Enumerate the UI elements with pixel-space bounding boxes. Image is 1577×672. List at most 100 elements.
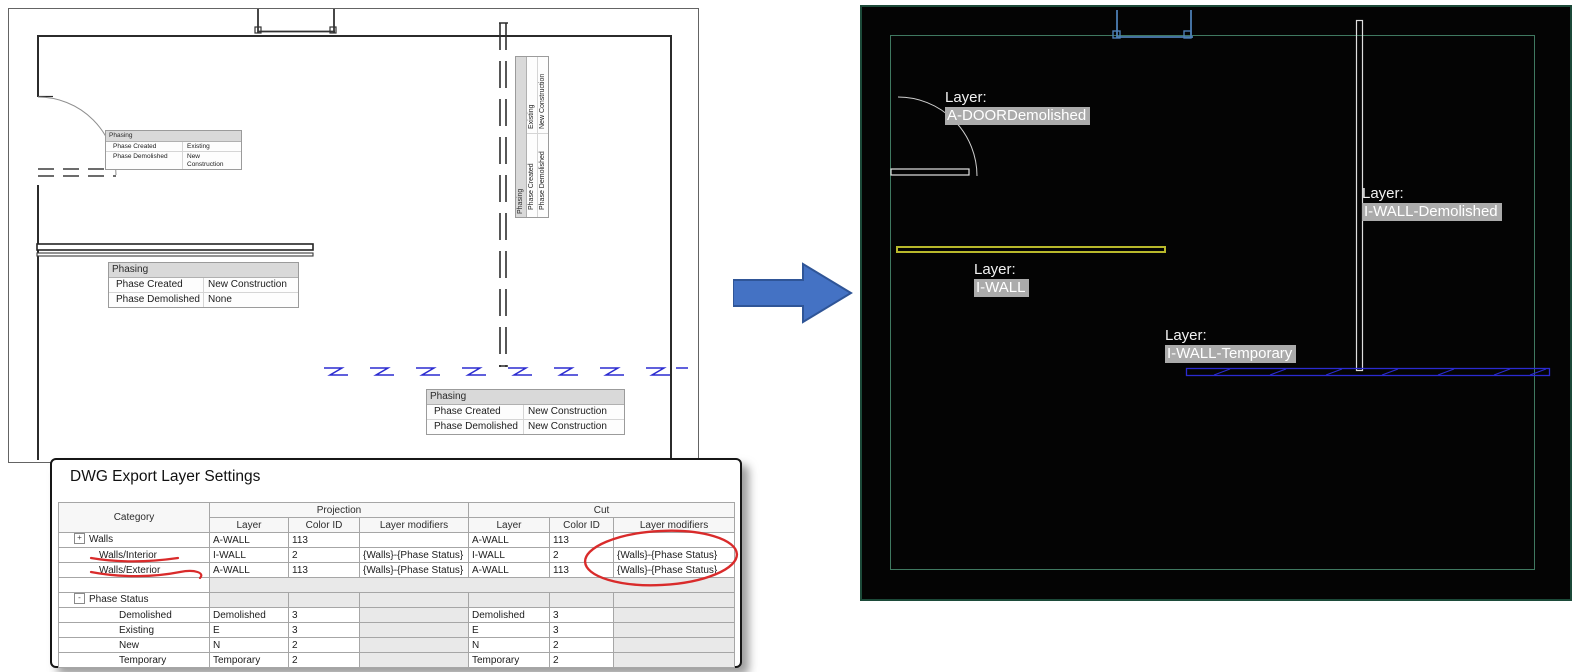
layer-label-title: Layer: <box>1165 327 1207 344</box>
proj-layer-cell[interactable]: E <box>209 622 289 638</box>
cut-layer-cell[interactable]: Temporary <box>468 652 550 668</box>
layer-name-highlight: I-WALL-Demolished <box>1362 203 1502 221</box>
proj-color-cell[interactable]: 3 <box>288 622 360 638</box>
tooltip-row: Phase Created Existing <box>527 57 538 217</box>
cut-layer-cell[interactable]: E <box>468 622 550 638</box>
cut-layer-cell[interactable]: A-WALL <box>468 532 550 548</box>
layer-label-wall-temporary: Layer: I-WALL-Temporary <box>1165 327 1297 363</box>
disabled-cell <box>612 637 736 653</box>
phase-demolished-label: Phase Demolished <box>538 133 548 217</box>
proj-layer-cell[interactable]: N <box>209 637 289 653</box>
proj-layer-cell[interactable]: A-WALL <box>209 562 289 578</box>
cut-color-cell[interactable]: 2 <box>549 547 614 563</box>
disabled-cell <box>549 592 614 608</box>
cut-layer-cell[interactable]: N <box>468 637 550 653</box>
layer-label-wall-demolished: Layer: I-WALL-Demolished <box>1362 185 1502 221</box>
column-header-layer: Layer <box>468 517 550 533</box>
proj-color-cell[interactable]: 2 <box>288 637 360 653</box>
proj-layer-cell[interactable]: Temporary <box>209 652 289 668</box>
category-cell: Demolished <box>58 607 210 623</box>
phase-created-value: Existing <box>528 104 535 129</box>
gap-cell <box>58 577 210 593</box>
column-header-color-id: Color ID <box>549 517 614 533</box>
phase-demolished-value: New Construction <box>187 153 224 168</box>
table-row-walls-exterior: Walls/Exterior A-WALL 113 {Walls}-{Phase… <box>58 562 736 578</box>
cut-layer-cell[interactable]: Demolished <box>468 607 550 623</box>
proj-layer-cell[interactable]: Demolished <box>209 607 289 623</box>
column-header-layer: Layer <box>209 517 289 533</box>
panel-title: DWG Export Layer Settings <box>70 468 261 485</box>
room-wall-outline <box>890 35 1535 570</box>
proj-layer-cell[interactable]: I-WALL <box>209 547 289 563</box>
proj-color-cell[interactable]: 2 <box>288 652 360 668</box>
cut-modifiers-cell[interactable]: {Walls}-{Phase Status} <box>612 562 736 578</box>
tooltip-row: Phase Created New Construction <box>109 278 298 293</box>
disabled-cell <box>359 622 469 638</box>
wall-new-yellow <box>896 246 1166 253</box>
phasing-tooltip-temporary-wall: Phasing Phase Created New Construction P… <box>426 389 625 435</box>
proj-modifiers-cell[interactable]: {Walls}-{Phase Status} <box>359 562 469 578</box>
disabled-cell <box>359 637 469 653</box>
cut-layer-cell[interactable]: I-WALL <box>468 547 550 563</box>
layer-name-highlight: A-DOORDemolished <box>945 107 1091 125</box>
collapse-icon[interactable]: - <box>74 593 85 605</box>
proj-modifiers-cell[interactable] <box>359 532 469 548</box>
table-row-walls: +Walls A-WALL 113 A-WALL 113 <box>58 532 736 548</box>
tooltip-row: Phase Created New Construction <box>427 405 624 420</box>
phase-created-label: Phase Created <box>106 141 183 151</box>
category-cell: +Walls <box>58 532 210 548</box>
layer-settings-table: Category Projection Cut Layer Color ID L… <box>58 502 736 668</box>
cut-color-cell[interactable]: 113 <box>549 532 614 548</box>
cut-color-cell[interactable]: 113 <box>549 562 614 578</box>
table-row-walls-interior: Walls/Interior I-WALL 2 {Walls}-{Phase S… <box>58 547 736 563</box>
cut-modifiers-cell[interactable]: {Walls}-{Phase Status} <box>612 547 736 563</box>
disabled-cell <box>612 622 736 638</box>
category-cell: Temporary <box>58 652 210 668</box>
cut-color-cell[interactable]: 2 <box>549 637 614 653</box>
category-cell: Existing <box>58 622 210 638</box>
disabled-cell <box>359 652 469 668</box>
wall-demolished-white <box>1355 19 1364 372</box>
phase-demolished-label: Phase Demolished <box>427 420 524 434</box>
cut-color-cell[interactable]: 2 <box>549 652 614 668</box>
category-cell: Walls/Exterior <box>58 562 210 578</box>
gap-cell-hatched <box>208 577 736 593</box>
proj-color-cell[interactable]: 3 <box>288 607 360 623</box>
cut-color-cell[interactable]: 3 <box>549 607 614 623</box>
tooltip-title: Phasing <box>106 131 241 142</box>
cut-modifiers-cell[interactable] <box>612 532 736 548</box>
phasing-tooltip-door: Phasing Phase Created Existing Phase Dem… <box>105 130 242 170</box>
proj-color-cell[interactable]: 113 <box>288 532 360 548</box>
interior-wall-new <box>36 243 314 257</box>
demolished-wall-dashed <box>499 22 508 367</box>
category-cell: Walls/Interior <box>58 547 210 563</box>
disabled-cell <box>359 607 469 623</box>
layer-label-door: Layer: A-DOORDemolished <box>945 89 1091 125</box>
phase-demolished-label: Phase Demolished <box>106 152 183 169</box>
tooltip-row: Phase Created Existing <box>106 141 241 152</box>
cut-color-cell[interactable]: 3 <box>549 622 614 638</box>
proj-modifiers-cell[interactable]: {Walls}-{Phase Status} <box>359 547 469 563</box>
tooltip-title: Phasing <box>109 263 298 278</box>
window-opening <box>1112 10 1193 39</box>
proj-color-cell[interactable]: 113 <box>288 562 360 578</box>
table-gap-row <box>58 577 736 593</box>
tooltip-row: Phase Demolished New Construction <box>106 152 241 169</box>
proj-color-cell[interactable]: 2 <box>288 547 360 563</box>
demolished-door-leaf <box>38 168 116 177</box>
column-header-color-id: Color ID <box>288 517 360 533</box>
cut-layer-cell[interactable]: A-WALL <box>468 562 550 578</box>
phase-demolished-value: New Construction <box>528 421 607 432</box>
phasing-tooltip-interior-wall: Phasing Phase Created New Construction P… <box>108 262 299 308</box>
expand-icon[interactable]: + <box>74 533 85 545</box>
table-row-demolished: Demolished Demolished 3 Demolished 3 <box>58 607 736 623</box>
dwg-cad-view: Layer: A-DOORDemolished Layer: I-WALL-De… <box>860 5 1572 601</box>
column-header-layer-modifiers: Layer modifiers <box>359 517 469 533</box>
window-opening <box>254 9 337 34</box>
column-header-layer-modifiers: Layer modifiers <box>612 517 736 533</box>
transform-arrow-icon <box>733 262 853 324</box>
layer-name-highlight: I-WALL <box>974 279 1030 297</box>
table-row-new: New N 2 N 2 <box>58 637 736 653</box>
proj-layer-cell[interactable]: A-WALL <box>209 532 289 548</box>
